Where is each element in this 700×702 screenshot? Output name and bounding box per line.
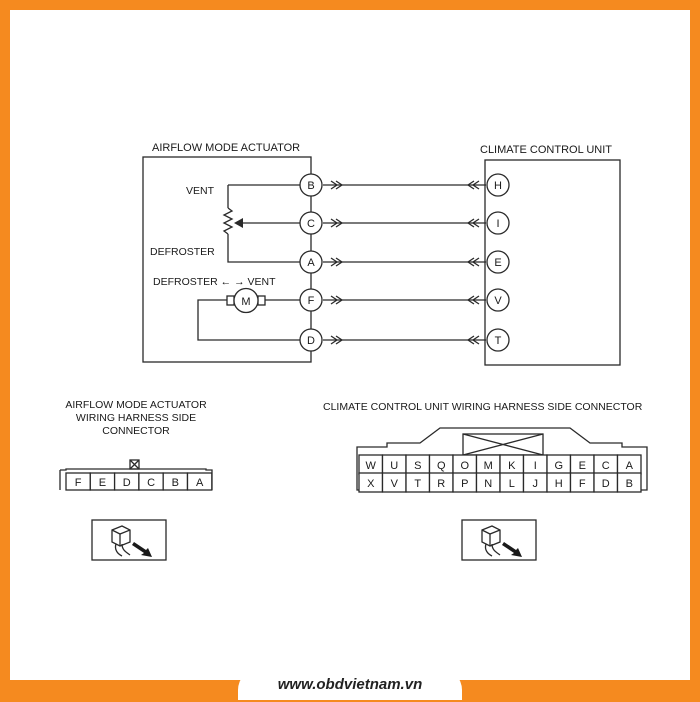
wire-chevron-icon [330,335,344,345]
unit-connector-pin-label: P [461,478,468,490]
actuator-pin-label: C [307,218,315,230]
wire-chevron-icon [466,180,480,190]
unit-connector-title: CLIMATE CONTROL UNIT WIRING HARNESS SIDE… [323,401,643,413]
defroster-label: DEFROSTER [150,246,215,258]
actuator-pin-label: D [307,335,315,347]
wire-chevron-icon [330,218,344,228]
motor-icon [233,287,259,314]
wire-chevron-icon [466,295,480,305]
unit-connector-pin-label: X [367,478,375,490]
actuator-connector-title-3: CONNECTOR [102,425,170,437]
actuator-box [142,156,312,363]
unit-connector-pin-label: G [554,460,563,472]
unit-connector-cell [616,472,642,493]
motor-symbol: M [241,296,250,308]
actuator-connector-cell [186,472,213,491]
actuator-pin-label: F [308,295,315,307]
wire-chevron-icon [330,257,344,267]
unit-connector-pin-label: Q [437,460,446,472]
actuator-connector-pin-label: C [147,477,155,489]
unit-connector-pin-label: V [391,478,399,490]
unit-title: CLIMATE CONTROL UNIT [480,144,612,156]
wire-chevron-icon [466,257,480,267]
wire-chevron-icon [330,295,344,305]
unit-connector-pin-label: N [484,478,492,490]
unit-connector-pin-label: L [509,478,515,490]
wire-motor-to-d [197,299,300,341]
connector-plug-icon [461,519,537,561]
unit-connector-pin-label: U [390,460,398,472]
unit-connector-pin-label: C [602,460,610,472]
wire-chevron-icon [466,218,480,228]
unit-connector-pin-label: S [414,460,421,472]
unit-connector-pin-label: R [437,478,445,490]
actuator-connector-pin-label: F [75,477,82,489]
unit-pin-I [486,211,510,235]
actuator-pin-label: A [307,257,315,269]
wiper-arrow-icon [234,218,243,228]
unit-pin-T [486,328,510,352]
unit-pin-label: V [494,295,502,307]
website-url[interactable]: www.obdvietnam.vn [238,668,462,700]
unit-connector-pin-label: B [626,478,633,490]
key-cross-icon [462,433,544,456]
actuator-title: AIRFLOW MODE ACTUATOR [152,142,300,154]
wire-chevron-icon [466,335,480,345]
unit-connector-pin-label: K [508,460,516,472]
unit-connector-pin-label: J [533,478,539,490]
actuator-connector-outline [59,468,213,490]
wire-chevron-icon [330,180,344,190]
unit-connector-pin-label: F [579,478,586,490]
unit-connector-pins: W U S Q O M K I G E C A X V T R P N L J H F D B [358,454,642,493]
actuator-connector-pin-label: B [172,477,179,489]
actuator-connector-pin-label: A [196,477,204,489]
unit-pin-group: H I E V T [486,173,510,352]
unit-connector-outline [356,427,648,491]
unit-connector-pin-label: W [366,460,377,472]
unit-pin-E [486,250,510,274]
unit-connector-pin-label: I [534,460,537,472]
unit-connector-pin-label: H [555,478,563,490]
unit-pin-H [486,173,510,197]
unit-pin-label: I [496,218,499,230]
actuator-connector-pin-label: D [123,477,131,489]
unit-connector-pin-label: M [484,460,493,472]
motor-terminal-left [226,295,235,306]
wire-group [323,180,486,345]
connector-plug-icon [91,519,167,561]
actuator-pin-group: B C A F D [299,173,323,352]
vent-label: VENT [186,185,215,197]
unit-connector-pin-label: T [414,478,421,490]
resistor-zigzag [222,207,234,235]
actuator-pin-label: B [307,180,314,192]
latch-cross-icon [129,459,140,470]
unit-connector-pin-label: O [460,460,469,472]
motor-terminal-right [257,295,266,306]
actuator-connector-title-2: WIRING HARNESS SIDE [76,412,196,424]
direction-label: DEFROSTER ← → VENT [153,276,276,288]
actuator-connector-title-1: AIRFLOW MODE ACTUATOR [65,399,207,411]
diagram-panel: AIRFLOW MODE ACTUATOR CLIMATE CONTROL UN… [10,10,690,680]
unit-pin-label: H [494,180,502,192]
unit-pin-label: T [495,335,502,347]
unit-pin-label: E [494,257,501,269]
unit-pin-V [486,288,510,312]
actuator-connector-pin-label: E [99,477,106,489]
unit-connector-pin-label: D [602,478,610,490]
unit-connector-pin-label: E [579,460,586,472]
wire-defroster-to-a [227,248,300,263]
wiring-diagram: AIRFLOW MODE ACTUATOR CLIMATE CONTROL UN… [59,142,648,561]
unit-connector-pin-label: A [626,460,634,472]
